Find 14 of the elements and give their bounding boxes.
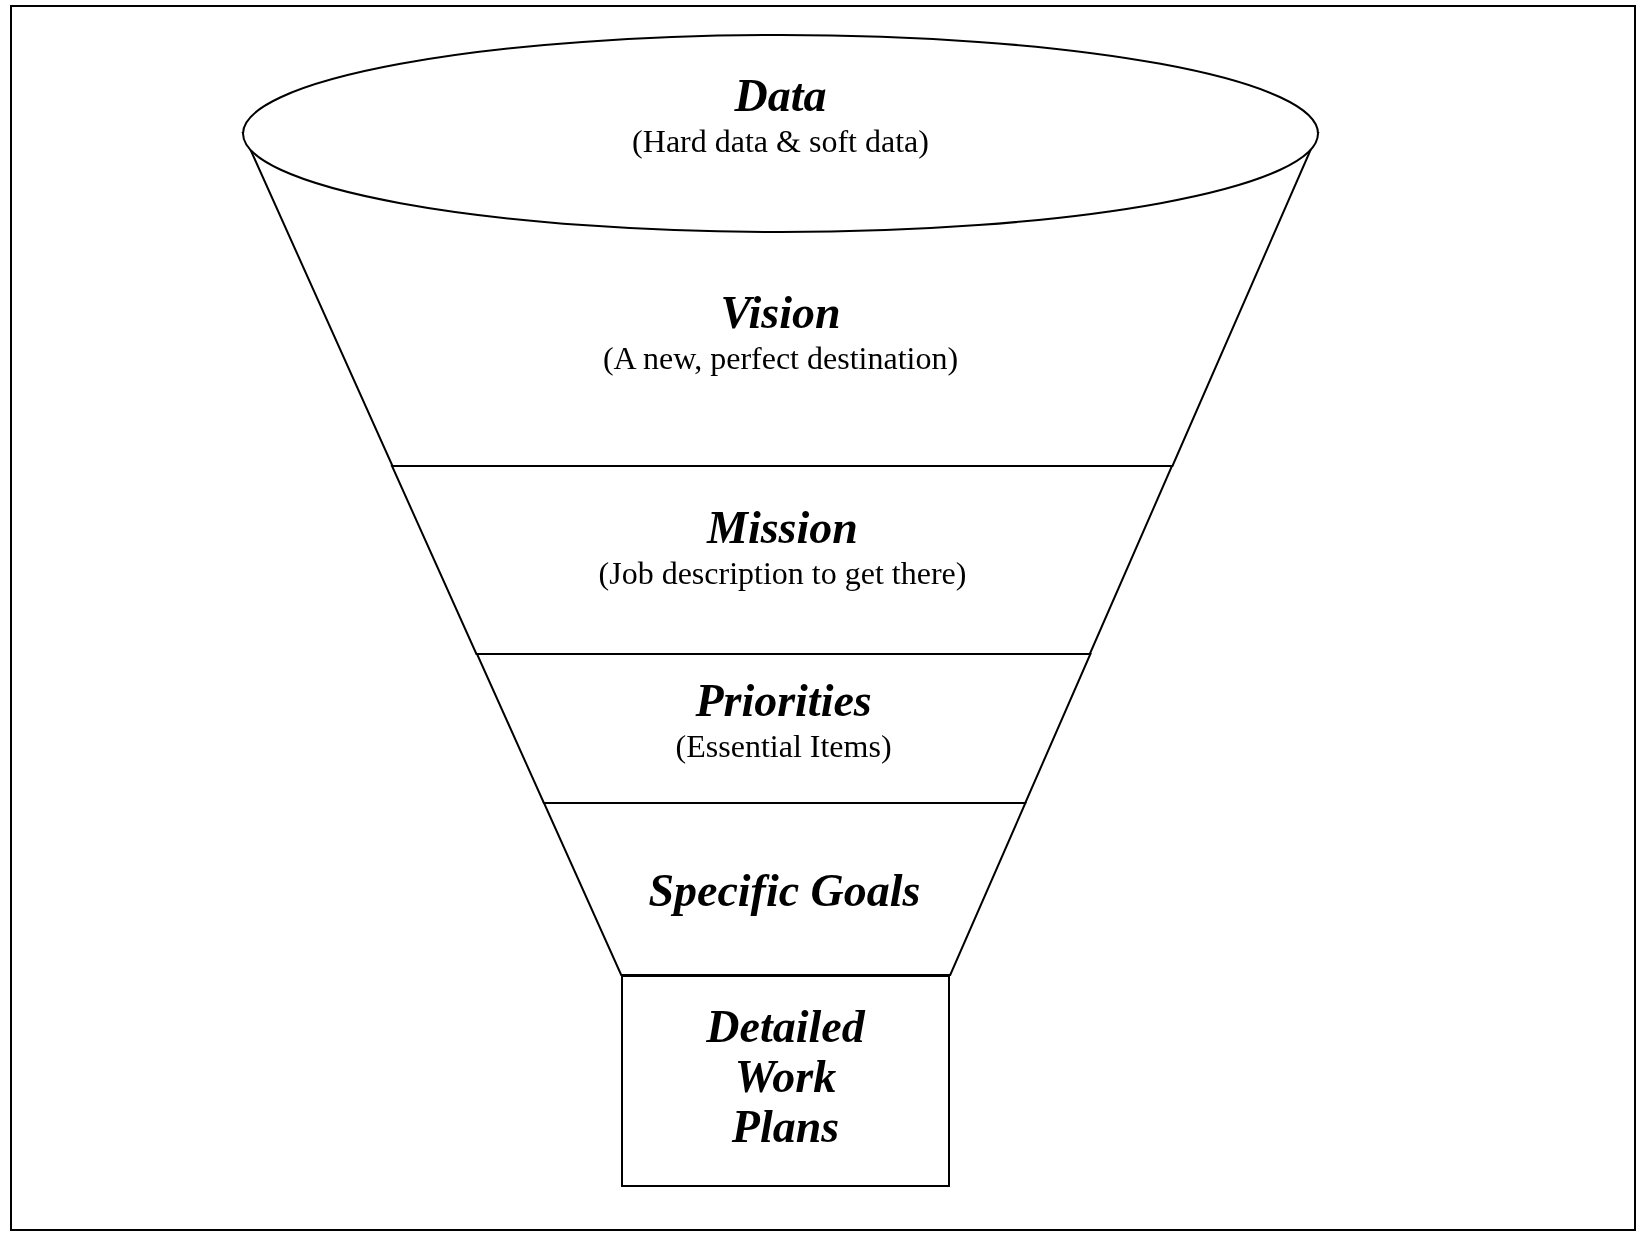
section-heading: Mission xyxy=(707,503,858,553)
funnel-top-ellipse xyxy=(242,34,1319,233)
section-description: (A new, perfect destination) xyxy=(602,339,959,378)
section-description: (Job description to get there) xyxy=(598,554,967,593)
section-heading: Specific Goals xyxy=(648,866,921,916)
section-description: (Hard data & soft data) xyxy=(632,122,929,161)
section-description: (Essential Items) xyxy=(675,727,892,766)
section-heading: Vision xyxy=(720,288,841,338)
section-heading: Detailed Work Plans xyxy=(705,1002,867,1152)
funnel-section xyxy=(543,803,1026,975)
section-heading: Priorities xyxy=(695,676,872,726)
section-heading: Data xyxy=(734,71,827,121)
output-box xyxy=(621,975,950,1187)
funnel-section xyxy=(476,654,1091,803)
